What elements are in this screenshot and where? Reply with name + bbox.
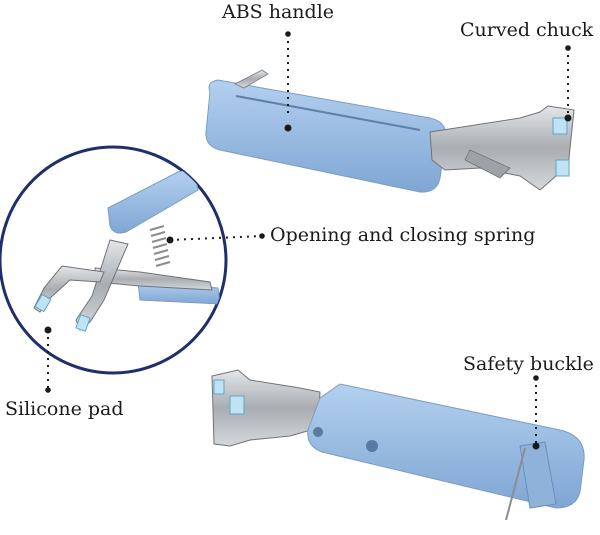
bottom-pad [229, 395, 245, 415]
top-pad [552, 117, 568, 135]
label-spring: Opening and closing spring [270, 224, 536, 246]
top-clip [205, 69, 575, 193]
top-steel-jaw [429, 105, 575, 191]
top-handle [205, 79, 447, 193]
label-curved-chuck: Curved chuck [460, 19, 594, 41]
label-silicone-pad: Silicone pad [5, 398, 124, 420]
bottom-steel-jaw [211, 369, 321, 447]
bottom-wire [505, 447, 526, 521]
top-wire [234, 69, 269, 89]
bottom-clip [211, 369, 585, 521]
leader-dots [44, 31, 572, 450]
leader-lines [47, 34, 569, 446]
label-safety-buckle: Safety buckle [463, 353, 594, 375]
bottom-handle [307, 383, 585, 509]
detail-inset [0, 145, 228, 375]
spring-coil [149, 224, 171, 268]
label-abs-handle: ABS handle [222, 1, 335, 23]
